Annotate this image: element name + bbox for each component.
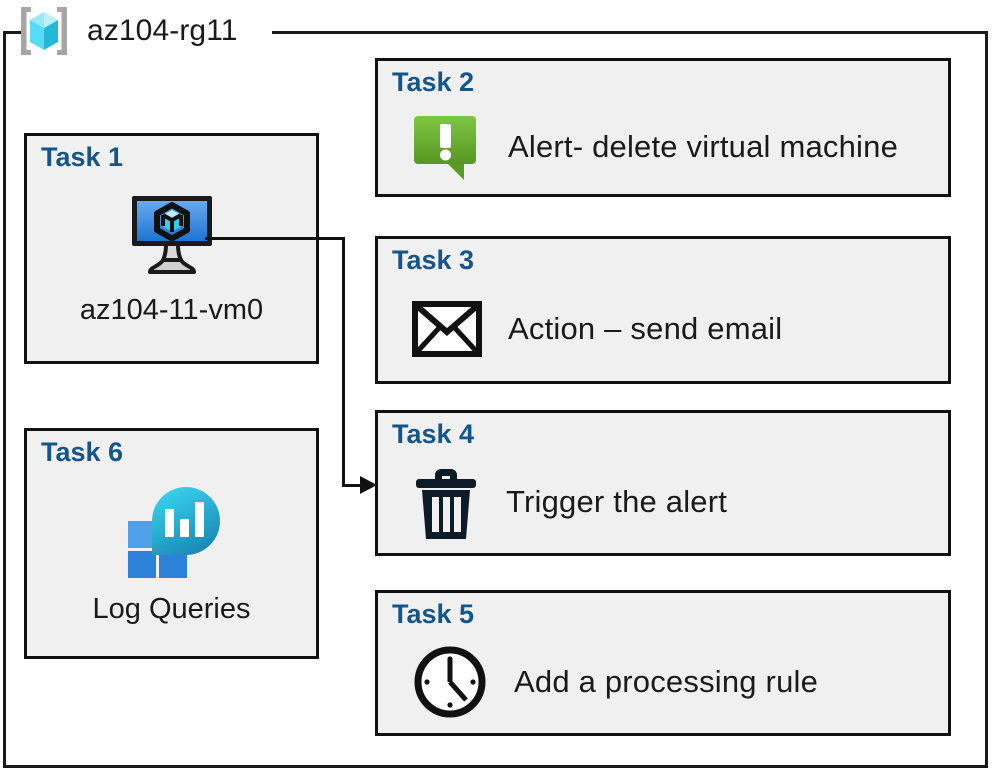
arrowhead-right-icon [360,476,377,494]
task-4-label: Trigger the alert [506,484,728,519]
connector-segment-horizontal-bottom [342,484,364,487]
resource-group-frame-top-right [272,31,988,34]
task-2-label: Alert- delete virtual machine [508,128,899,164]
clock-icon [412,644,488,720]
task-6-label: Log Queries [92,593,251,625]
task-4-title: Task 4 [392,419,475,449]
connector-segment-vertical [342,237,345,486]
task-2-body: Alert- delete virtual machine [412,105,938,188]
task-6-title: Task 6 [41,437,124,467]
resource-group-cube-icon [13,3,75,59]
alert-exclamation-bubble-icon [412,112,482,182]
virtual-machine-icon [124,188,220,280]
trash-can-icon [412,463,480,541]
task-6-body: Log Queries [27,477,316,656]
task-3-title: Task 3 [392,245,475,275]
task-3-body: Action – send email [412,283,938,375]
task-1-title: Task 1 [41,142,124,172]
task-4-body: Trigger the alert [412,457,938,547]
resource-group-frame-left [3,31,6,768]
task-card-task-6[interactable]: Task 6 [24,428,319,659]
task-1-label: az104-11-vm0 [79,294,264,326]
task-5-title: Task 5 [392,599,475,629]
task-card-task-5[interactable]: Task 5 Add a processing rule [375,590,951,736]
task-5-body: Add a processing rule [412,637,938,727]
connector-segment-horizontal-top [205,237,345,240]
resource-group-header: az104-rg11 [13,2,238,60]
task-card-task-4[interactable]: Task 4 Trigger the alert [375,410,951,556]
resource-group-name: az104-rg11 [87,14,238,47]
task-3-label: Action – send email [508,311,783,346]
task-5-label: Add a processing rule [514,664,819,699]
task-2-title: Task 2 [392,67,475,97]
resource-group-frame-top-left [3,31,25,34]
task-1-body: az104-11-vm0 [27,182,316,361]
task-card-task-1[interactable]: Task 1 [24,133,319,364]
task-card-task-2[interactable]: Task 2 Alert- delete virtual machin [375,58,951,197]
log-analytics-queries-icon [118,483,226,579]
task-card-task-3[interactable]: Task 3 Action – send email [375,236,951,384]
resource-group-frame-right [985,31,988,768]
resource-group-frame-bottom [3,765,988,768]
envelope-icon [412,301,482,357]
